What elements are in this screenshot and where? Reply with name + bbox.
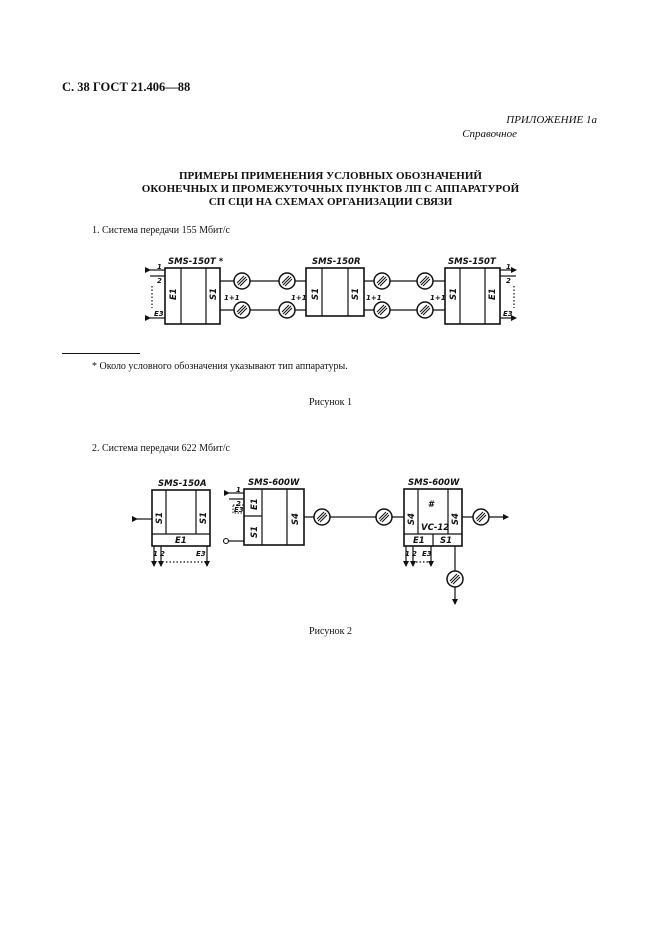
regenerator-icon: [233, 272, 251, 290]
block-a-label: SMS-150A: [158, 479, 207, 489]
right-port-1: 1: [506, 263, 511, 271]
appendix-title: ПРИЛОЖЕНИЕ 1а: [506, 114, 597, 126]
regenerator-icon: [416, 301, 434, 319]
regenerator-icon: [278, 272, 296, 290]
block-c-e1: E1: [413, 536, 425, 546]
heading-line-3: СП СЦИ НА СХЕМАХ ОРГАНИЗАЦИИ СВЯЗИ: [208, 196, 453, 208]
appendix-subtitle: Справочное: [462, 128, 517, 140]
block-b-e3: E3: [234, 506, 244, 514]
block-c-vc12: VC-12: [421, 523, 449, 533]
block-c-port-1: 1: [405, 550, 410, 558]
regenerator-icon: [313, 508, 331, 526]
block-b-s4: S4: [291, 513, 301, 525]
regenerator-label: SMS-150R: [312, 257, 361, 267]
protection-label: 1+1: [366, 294, 382, 302]
block-a: [151, 489, 211, 547]
regenerator-icon: [233, 301, 251, 319]
block-b: [243, 488, 305, 546]
regenerator-icon: [472, 508, 490, 526]
right-port-2: 2: [506, 277, 511, 285]
regenerator-icon: [373, 272, 391, 290]
mid-s1-label: S1: [351, 288, 361, 300]
figure-2-caption: Рисунок 2: [309, 626, 352, 637]
regenerator-icon: [373, 301, 391, 319]
block-c-e3: E3: [422, 550, 432, 558]
right-terminal-block: [444, 267, 501, 325]
left-s1-label: S1: [209, 288, 219, 300]
regenerator-icon: [278, 301, 296, 319]
block-a-s1-left: S1: [155, 512, 165, 524]
protection-label: 1+1: [430, 294, 446, 302]
regenerator-icon: [375, 508, 393, 526]
footnote: * Около условного обозначения указывают …: [92, 361, 348, 372]
page-header: С. 38 ГОСТ 21.406—88: [62, 80, 191, 94]
right-terminal-label: SMS-150T: [448, 257, 497, 267]
regenerator-block: [305, 267, 365, 317]
figure-1-caption: Рисунок 1: [309, 397, 352, 408]
block-b-label: SMS-600W: [248, 478, 300, 488]
section-2-title: 2. Система передачи 622 Мбит/с: [92, 443, 230, 454]
block-a-e3: E3: [196, 550, 206, 558]
document-heading: ПРИМЕРЫ ПРИМЕНЕНИЯ УСЛОВНЫХ ОБОЗНАЧЕНИЙ …: [0, 170, 661, 209]
figure-1-diagram: SMS-150T * E1 S1 1 2 E3 1+1 1+1 SMS-150R…: [145, 257, 517, 325]
appendix-label: ПРИЛОЖЕНИЕ 1а Справочное: [462, 113, 597, 141]
block-a-s1-right: S1: [199, 512, 209, 524]
footnote-divider: [62, 353, 140, 354]
section-1-title: 1. Система передачи 155 Мбит/с: [92, 225, 230, 236]
block-a-port-2: 2: [160, 550, 165, 558]
block-a-e1: E1: [175, 536, 187, 546]
block-c-s4-left: S4: [407, 513, 417, 525]
mid-s1-label: S1: [311, 288, 321, 300]
protection-label: 1+1: [224, 294, 240, 302]
figure-2-diagram: SMS-150A S1 S1 E1 1 2 E3 SMS-600W E1 S1 …: [132, 478, 509, 605]
left-e3-label: E3: [154, 310, 164, 318]
protection-label: 1+1: [291, 294, 307, 302]
terminal-point-icon: [222, 537, 230, 545]
heading-line-1: ПРИМЕРЫ ПРИМЕНЕНИЯ УСЛОВНЫХ ОБОЗНАЧЕНИЙ: [179, 170, 482, 182]
block-a-port-1: 1: [153, 550, 158, 558]
left-terminal-block: [164, 267, 221, 325]
block-b-e1: E1: [250, 498, 260, 510]
block-c-port-2: 2: [412, 550, 417, 558]
block-b-port-1: 1: [236, 486, 241, 494]
regenerator-icon: [416, 272, 434, 290]
block-b-port-2: 2: [236, 500, 241, 508]
block-c-s4-right: S4: [451, 513, 461, 525]
left-port-2: 2: [157, 277, 162, 285]
regenerator-icon: [446, 570, 464, 588]
block-c-s1: S1: [440, 536, 452, 546]
left-port-1: 1: [157, 263, 162, 271]
cross-connect-icon: #: [428, 500, 435, 510]
left-e1-label: E1: [169, 288, 179, 300]
block-b-s1: S1: [250, 526, 260, 538]
right-s1-label: S1: [449, 288, 459, 300]
right-e1-label: E1: [488, 288, 498, 300]
right-e3-label: E3: [503, 310, 513, 318]
left-terminal-label: SMS-150T *: [168, 257, 224, 267]
heading-line-2: ОКОНЕЧНЫХ И ПРОМЕЖУТОЧНЫХ ПУНКТОВ ЛП С А…: [141, 183, 520, 195]
block-c-label: SMS-600W: [408, 478, 460, 488]
